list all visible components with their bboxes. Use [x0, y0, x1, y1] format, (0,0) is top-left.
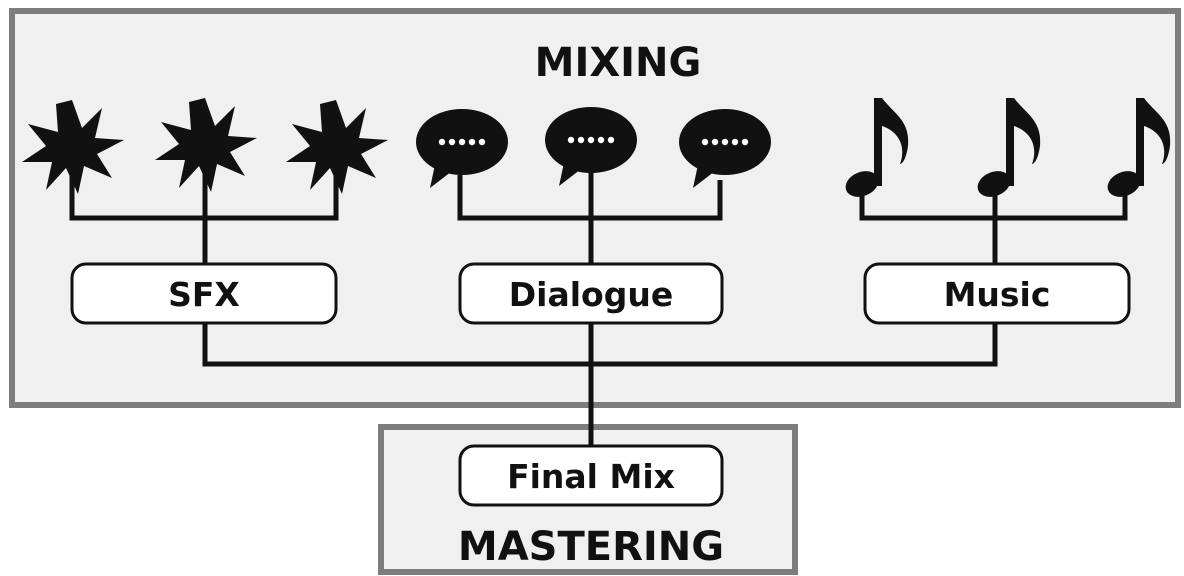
music-bus-label: Music — [944, 275, 1051, 314]
music-wires — [859, 190, 1128, 264]
dialogue-wires — [457, 165, 723, 264]
sfx-bus-label: SFX — [168, 275, 240, 314]
final-mix-label: Final Mix — [507, 457, 675, 496]
music-bus-box: Music — [863, 262, 1131, 325]
mixing-title: MIXING — [535, 40, 702, 86]
sfx-bus-box: SFX — [70, 262, 338, 325]
dialogue-bus-label: Dialogue — [509, 275, 673, 314]
final-mix-box: Final Mix — [458, 444, 724, 507]
bus-to-final-wires — [202, 322, 998, 446]
mastering-title: MASTERING — [458, 524, 724, 570]
dialogue-bus-box: Dialogue — [458, 262, 724, 325]
